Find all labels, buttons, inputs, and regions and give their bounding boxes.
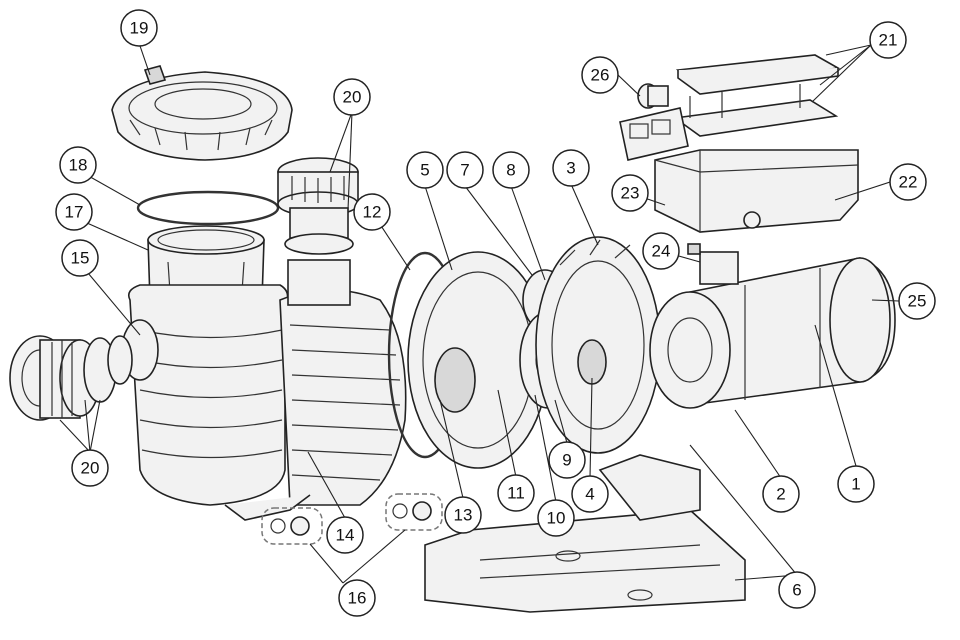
callout-11: 11 bbox=[497, 474, 535, 512]
callout-label-26: 26 bbox=[591, 66, 610, 85]
callout-9: 9 bbox=[548, 441, 586, 479]
callout-label-13: 13 bbox=[454, 506, 473, 525]
pump-housing bbox=[121, 259, 407, 521]
callout-21: 21 bbox=[869, 21, 907, 59]
callout-20-left: 20 bbox=[71, 449, 109, 487]
lid-o-ring bbox=[136, 190, 280, 226]
callout-label-17: 17 bbox=[65, 203, 84, 222]
suction-union-fitting bbox=[9, 335, 133, 421]
callout-label-21: 21 bbox=[879, 31, 898, 50]
callout-19: 19 bbox=[120, 9, 158, 47]
drain-plug-group-right bbox=[385, 493, 443, 531]
callout-7: 7 bbox=[446, 151, 484, 189]
callout-label-15: 15 bbox=[71, 249, 90, 268]
callout-22: 22 bbox=[889, 163, 927, 201]
callout-label-23: 23 bbox=[621, 184, 640, 203]
terminal-plate bbox=[619, 107, 689, 161]
callout-label-1: 1 bbox=[851, 475, 860, 494]
control-box-cover bbox=[672, 54, 841, 137]
callout-label-14: 14 bbox=[336, 526, 355, 545]
callout-20-top: 20 bbox=[333, 78, 371, 116]
callout-17: 17 bbox=[55, 193, 93, 231]
callout-4: 4 bbox=[571, 475, 609, 513]
strainer-lid bbox=[111, 65, 293, 161]
callout-label-10: 10 bbox=[547, 509, 566, 528]
discharge-union-fitting bbox=[277, 157, 359, 255]
pump-base bbox=[424, 454, 746, 613]
callout-label-19: 19 bbox=[130, 19, 149, 38]
callout-label-7: 7 bbox=[460, 161, 469, 180]
callout-label-20-top: 20 bbox=[343, 88, 362, 107]
callout-label-24: 24 bbox=[652, 242, 671, 261]
callout-1: 1 bbox=[837, 465, 875, 503]
leader-lines bbox=[59, 42, 900, 584]
callout-24: 24 bbox=[642, 232, 680, 270]
callout-label-6: 6 bbox=[792, 581, 801, 600]
callout-25: 25 bbox=[898, 282, 936, 320]
callout-label-5: 5 bbox=[420, 161, 429, 180]
callout-15: 15 bbox=[61, 239, 99, 277]
callout-8: 8 bbox=[492, 151, 530, 189]
callout-10: 10 bbox=[537, 499, 575, 537]
callout-label-20-left: 20 bbox=[81, 459, 100, 478]
callout-label-3: 3 bbox=[566, 159, 575, 178]
electrical-connector bbox=[687, 243, 739, 285]
callout-12: 12 bbox=[353, 193, 391, 231]
callout-13: 13 bbox=[444, 496, 482, 534]
callout-18: 18 bbox=[59, 146, 97, 184]
drain-plug-group-left bbox=[261, 507, 323, 545]
control-box bbox=[654, 149, 859, 233]
callout-label-9: 9 bbox=[562, 451, 571, 470]
callout-label-2: 2 bbox=[776, 485, 785, 504]
callout-6: 6 bbox=[778, 571, 816, 609]
callout-23: 23 bbox=[611, 174, 649, 212]
cable-gland bbox=[637, 83, 669, 109]
callout-label-25: 25 bbox=[908, 292, 927, 311]
callout-label-16: 16 bbox=[348, 589, 367, 608]
motor-adapter-plate bbox=[535, 236, 661, 454]
callout-26: 26 bbox=[581, 56, 619, 94]
callout-16: 16 bbox=[338, 579, 376, 617]
callout-label-8: 8 bbox=[506, 161, 515, 180]
callout-2: 2 bbox=[762, 475, 800, 513]
callout-label-22: 22 bbox=[899, 173, 918, 192]
motor bbox=[649, 257, 896, 409]
callout-label-18: 18 bbox=[69, 156, 88, 175]
callout-14: 14 bbox=[326, 516, 364, 554]
callout-label-4: 4 bbox=[585, 485, 594, 504]
callout-label-12: 12 bbox=[363, 203, 382, 222]
callout-3: 3 bbox=[552, 149, 590, 187]
callout-label-11: 11 bbox=[507, 484, 525, 503]
callout-5: 5 bbox=[406, 151, 444, 189]
